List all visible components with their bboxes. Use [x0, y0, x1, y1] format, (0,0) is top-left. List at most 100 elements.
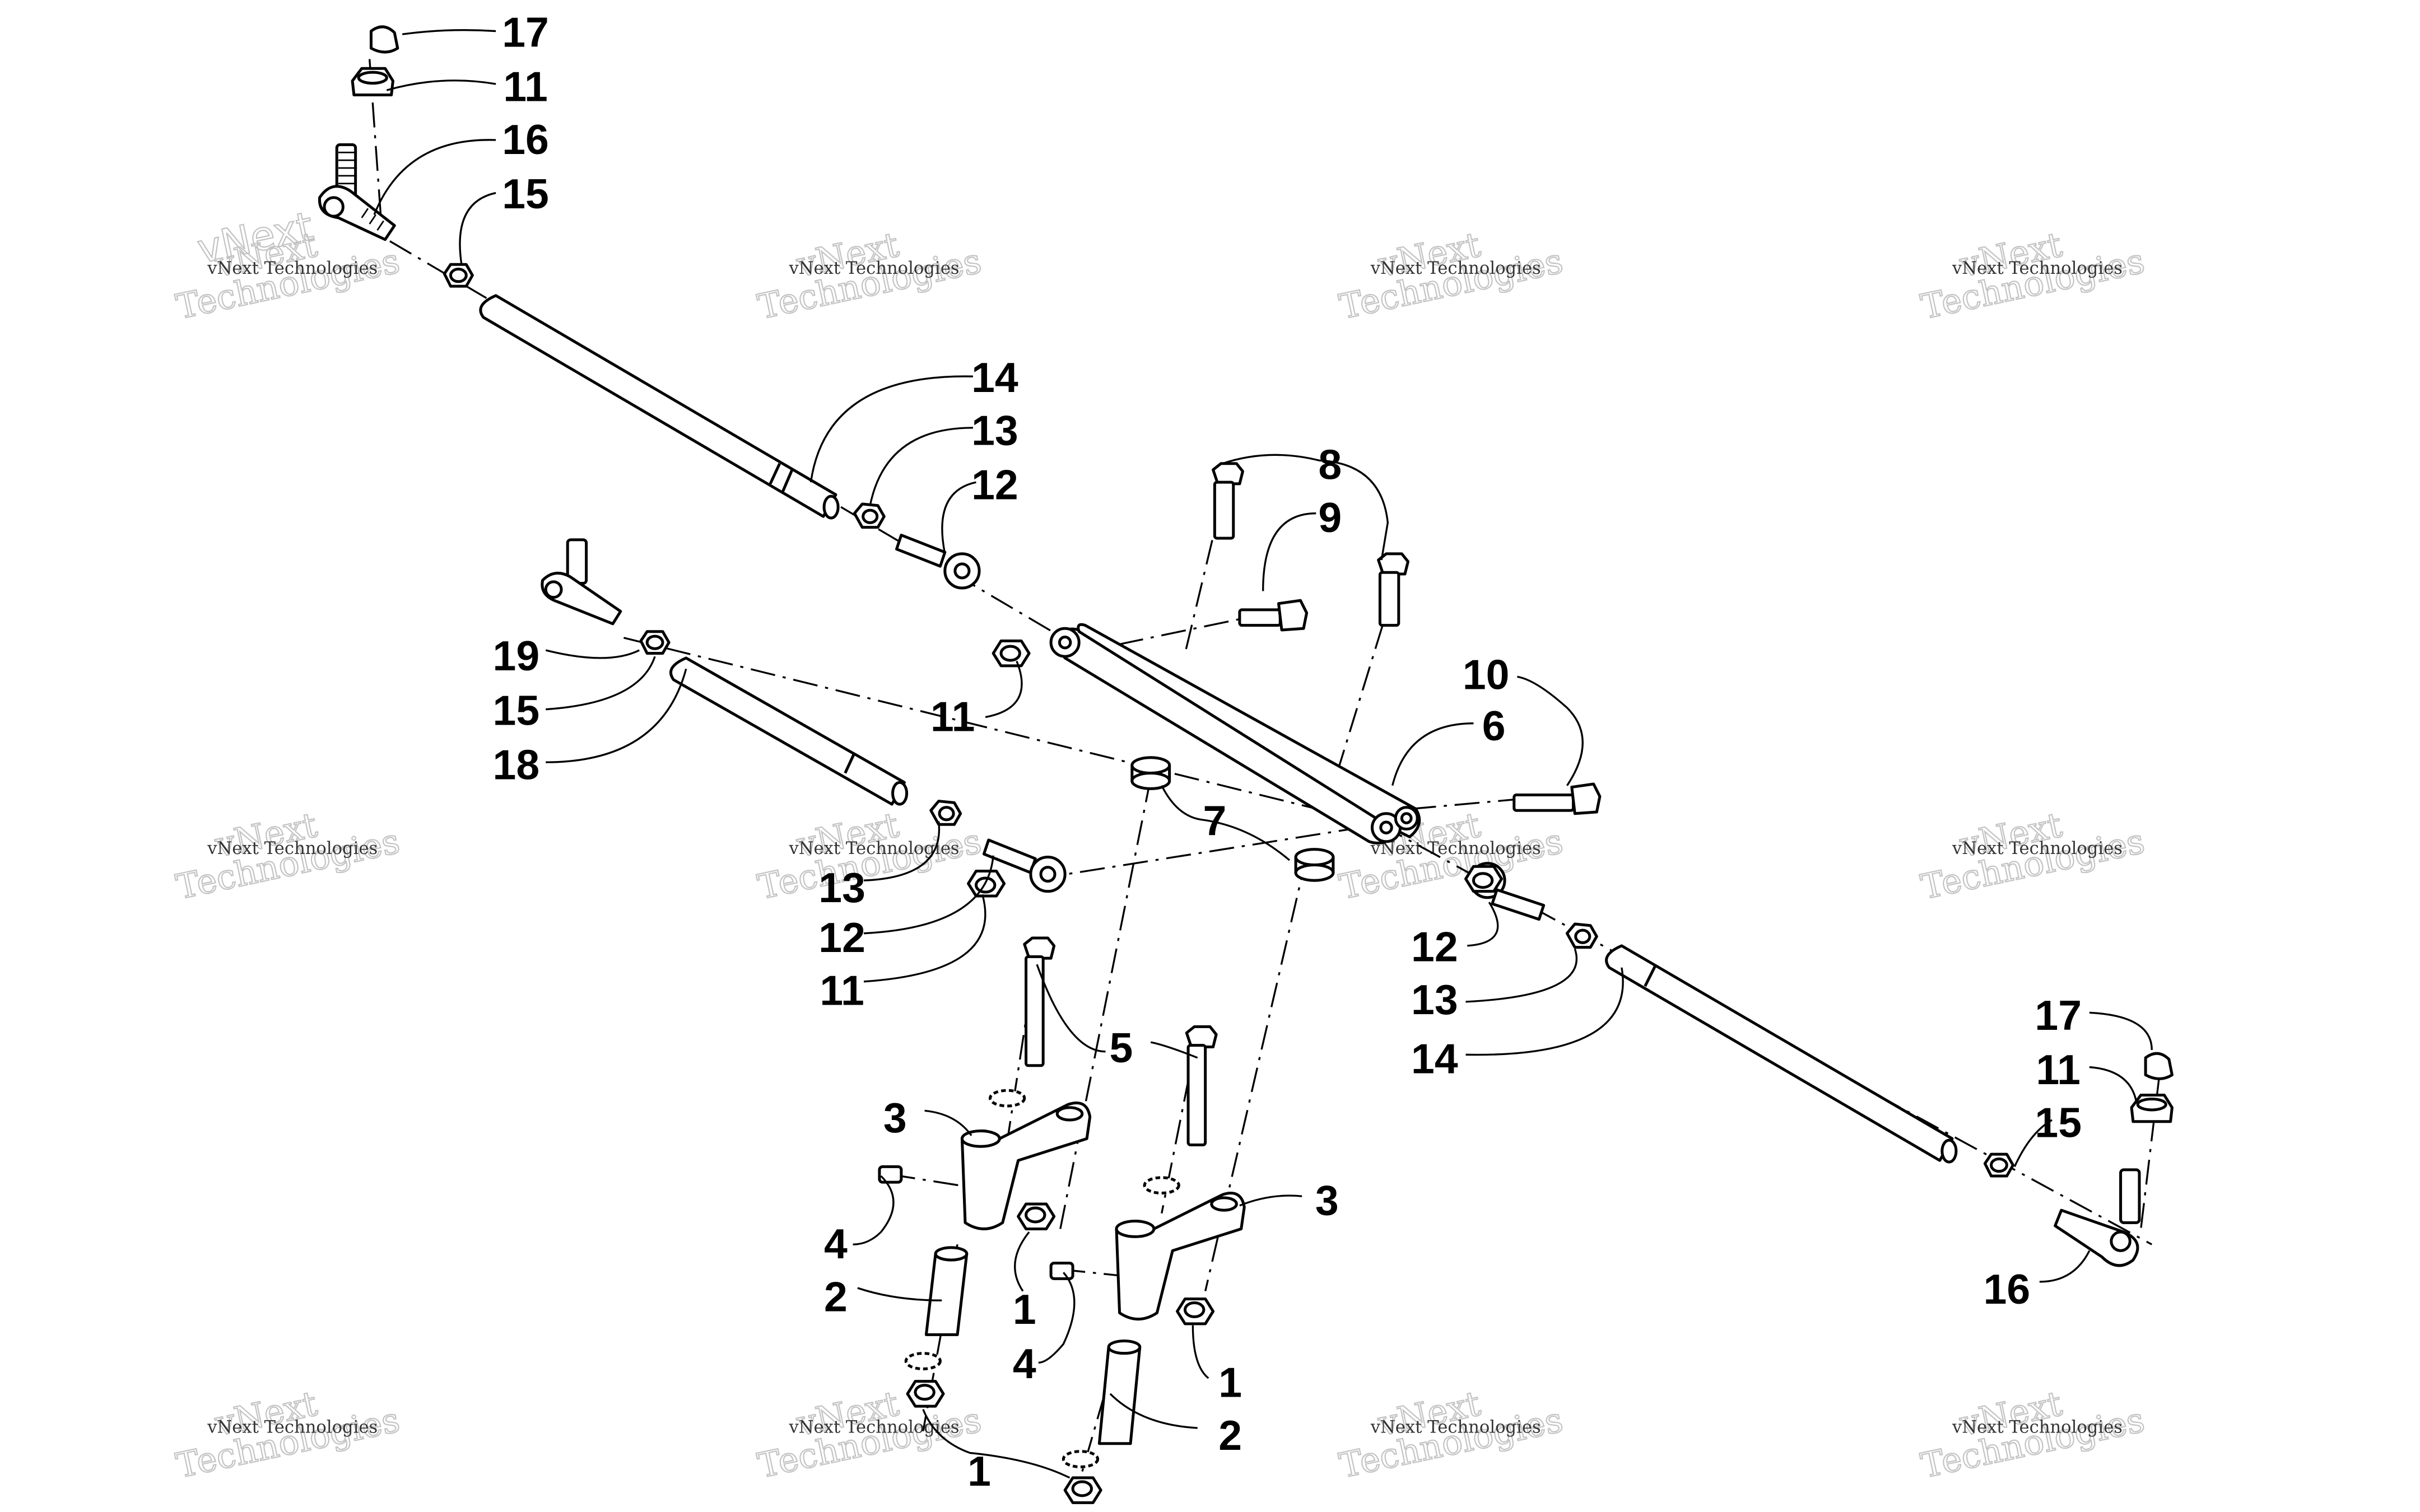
watermark-small: vNext Technologies — [1370, 1417, 1541, 1437]
cap-17-upper — [369, 25, 399, 54]
nut-13-right — [1565, 922, 1598, 949]
washer-right-top — [1143, 1176, 1180, 1195]
callout-12-middle: 12 — [818, 914, 865, 961]
pitman-arm-3-right — [1115, 1192, 1246, 1320]
nut-11-middle — [967, 870, 1006, 898]
callout-14-upper: 14 — [971, 354, 1018, 401]
nut-1-right-arm — [1176, 1297, 1215, 1326]
callout-11-lower: 11 — [2036, 1046, 2081, 1093]
nut-13-middle — [929, 800, 962, 826]
axis-lower-right-stud — [2140, 1073, 2161, 1229]
axis-bolt-8a — [1184, 497, 1223, 654]
tube-14-right — [1605, 944, 1958, 1164]
watermark-small: vNext Technologies — [1952, 1417, 2123, 1437]
axis-middle-link — [1036, 823, 1380, 880]
callout-1-left-arm: 1 — [1013, 1286, 1036, 1333]
watermark-small: vNext Technologies — [207, 1417, 378, 1437]
nut-1-right-bottom — [1063, 1476, 1102, 1504]
tube-18 — [669, 656, 909, 806]
nut-11-right — [1464, 865, 1504, 893]
set-screw-4-left — [878, 1165, 903, 1184]
callout-12-right: 12 — [1411, 923, 1458, 970]
tube-14-upper — [479, 294, 840, 520]
watermark-small: vNext Technologies — [788, 259, 959, 278]
pitman-arm-3-left — [960, 1101, 1092, 1230]
callout-11-upper: 11 — [503, 63, 547, 110]
bushing-7-left — [1130, 756, 1171, 790]
callout-17-lower: 17 — [2035, 992, 2082, 1039]
callout-labels: 17 11 16 15 14 13 12 8 9 10 6 7 11 19 15… — [493, 8, 2082, 1494]
callout-4-right: 4 — [1013, 1340, 1036, 1387]
watermark-small: vNext Technologies — [1370, 839, 1541, 858]
bolt-5-left — [1023, 936, 1056, 1067]
rod-end-12-upper — [895, 534, 981, 590]
callout-16-upper: 16 — [502, 116, 549, 163]
bushing-7-right — [1294, 848, 1335, 882]
washer-left-top — [989, 1089, 1026, 1108]
callout-11-middle: 11 — [820, 967, 864, 1014]
callout-19: 19 — [493, 632, 540, 679]
set-screw-4-right — [1049, 1262, 1074, 1280]
axis-upper-left-stud — [369, 59, 383, 234]
callout-17-upper: 17 — [502, 8, 549, 55]
callout-1-bottom: 1 — [967, 1448, 991, 1495]
bolt-5-right — [1185, 1025, 1218, 1146]
callout-10: 10 — [1463, 651, 1510, 698]
callout-15-left: 15 — [493, 687, 540, 734]
callout-13-middle: 13 — [818, 864, 865, 911]
callout-14-right: 14 — [1411, 1035, 1458, 1082]
watermark-small: vNext Technologies — [788, 1417, 959, 1437]
axis-bolt-9 — [1076, 618, 1240, 655]
tie-rod-end-16-lower — [2054, 1168, 2141, 1267]
nut-11-upper-left — [351, 67, 394, 96]
callout-3-left: 3 — [883, 1094, 907, 1141]
bolt-9 — [1238, 599, 1309, 632]
nut-1-left-arm — [1017, 1202, 1056, 1230]
callout-2-right: 2 — [1218, 1412, 1242, 1459]
cap-17-lower — [2144, 1052, 2174, 1080]
axis-spacer-2a — [922, 1244, 958, 1431]
rod-end-19 — [541, 538, 622, 626]
callout-6: 6 — [1482, 702, 1506, 749]
washer-left-bottom — [904, 1352, 942, 1370]
bolt-10 — [1513, 782, 1602, 815]
callout-13-right: 13 — [1411, 976, 1458, 1023]
nut-1-left-bottom — [906, 1380, 945, 1408]
nut-15-upper — [443, 263, 474, 288]
watermark-small: vNext Technologies — [207, 839, 378, 858]
callout-12-upper: 12 — [971, 461, 1018, 508]
washer-right-bottom — [1062, 1450, 1100, 1468]
thread-lines-16-upper — [338, 151, 384, 231]
spacer-2-right — [1097, 1339, 1142, 1445]
callout-9: 9 — [1318, 494, 1342, 541]
watermark-small: vNext Technologies — [788, 839, 959, 858]
callout-7: 7 — [1203, 797, 1226, 844]
bolt-8-right — [1377, 552, 1410, 627]
nut-15-right — [1983, 1152, 2015, 1178]
callout-1-right-arm: 1 — [1218, 1359, 1242, 1406]
callout-15-upper: 15 — [502, 170, 549, 217]
nut-15-left — [639, 630, 671, 655]
callout-2-left: 2 — [824, 1273, 848, 1320]
callout-13-upper: 13 — [971, 407, 1018, 454]
bolt-8-left — [1212, 462, 1244, 540]
watermark-small: vNext Technologies — [1370, 259, 1541, 278]
nut-11-center — [992, 639, 1031, 668]
nut-13-upper — [853, 502, 886, 529]
center-link-6 — [1049, 623, 1421, 845]
callout-3-right: 3 — [1315, 1177, 1339, 1224]
leader-lines — [373, 29, 2153, 1479]
spacer-2-left — [924, 1246, 969, 1336]
callout-18: 18 — [493, 741, 540, 788]
nut-11-lower-right — [2130, 1094, 2174, 1123]
tie-rod-end-16-upper — [318, 143, 396, 241]
callout-16-lower: 16 — [1984, 1266, 2031, 1313]
callout-4-left: 4 — [824, 1220, 848, 1267]
watermark-small: vNext Technologies — [1952, 839, 2123, 858]
callout-11-center: 11 — [930, 693, 975, 740]
callout-15-right: 15 — [2035, 1099, 2082, 1146]
parts — [318, 25, 2174, 1504]
rod-end-12-middle — [982, 838, 1067, 893]
watermark-small: vNext Technologies — [207, 259, 378, 278]
